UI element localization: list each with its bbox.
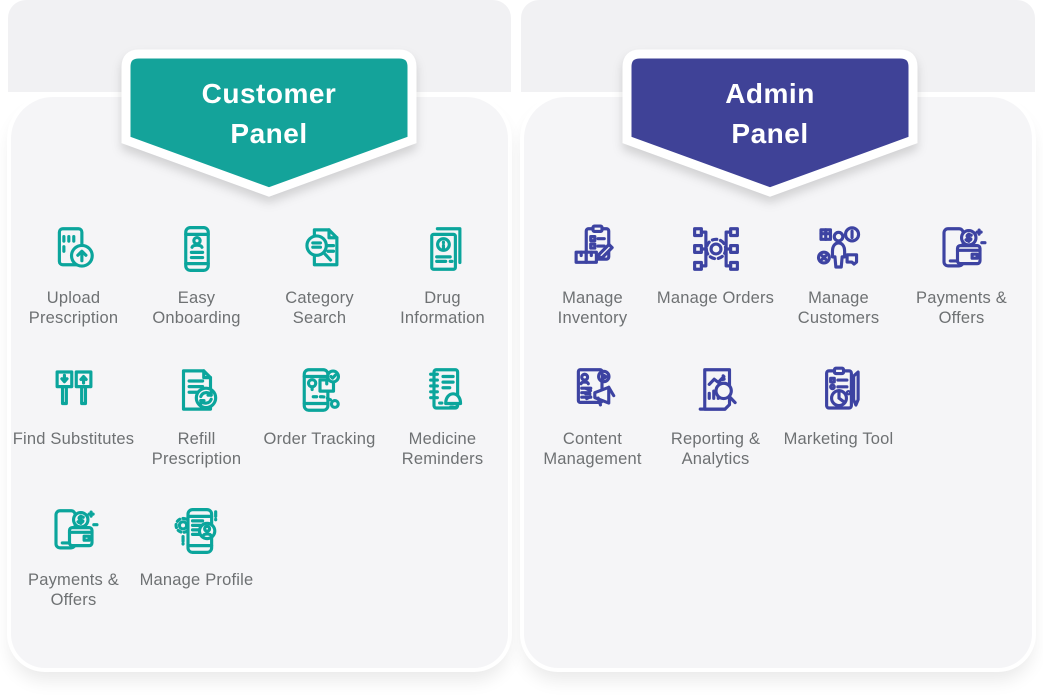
feature-medicine-reminders: Medicine Reminders — [381, 363, 504, 504]
manage-inventory-icon — [566, 222, 620, 276]
feature-label: Upload Prescription — [28, 289, 119, 327]
feature-label: Find Substitutes — [12, 430, 135, 448]
feature-drug-information: Drug Information — [381, 222, 504, 363]
marketing-tool-icon — [812, 363, 866, 417]
feature-label: Reporting & Analytics — [670, 430, 761, 468]
content-management-icon — [566, 363, 620, 417]
customer-feature-grid: Upload Prescription Easy Onboarding Cate… — [12, 222, 504, 645]
drug-information-icon — [416, 222, 470, 276]
feature-label: Easy Onboarding — [152, 289, 241, 327]
upload-prescription-icon — [47, 222, 101, 276]
feature-manage-orders: Manage Orders — [654, 222, 777, 363]
feature-label: Manage Inventory — [557, 289, 628, 327]
feature-label: Payments & Offers — [916, 289, 1007, 327]
admin-panel-title: Admin Panel — [620, 74, 920, 154]
feature-label: Content Management — [543, 430, 642, 468]
feature-manage-profile: Manage Profile — [135, 504, 258, 645]
feature-label: Medicine Reminders — [401, 430, 484, 468]
feature-label: Order Tracking — [263, 430, 376, 448]
find-substitutes-icon — [47, 363, 101, 417]
reporting-analytics-icon — [689, 363, 743, 417]
order-tracking-icon — [293, 363, 347, 417]
feature-label: Manage Profile — [139, 571, 254, 589]
refill-prescription-icon — [170, 363, 224, 417]
feature-label: Payments & Offers — [28, 571, 119, 609]
feature-label: Marketing Tool — [783, 430, 894, 448]
admin-panel-banner: Admin Panel — [620, 48, 920, 198]
admin-panel-title-line2: Panel — [731, 118, 809, 149]
feature-label: Drug Information — [400, 289, 485, 327]
payments-offers-icon — [47, 504, 101, 558]
feature-easy-onboarding: Easy Onboarding — [135, 222, 258, 363]
feature-reporting-analytics: Reporting & Analytics — [654, 363, 777, 504]
feature-marketing-tool: Marketing Tool — [777, 363, 900, 504]
feature-label: Manage Orders — [656, 289, 775, 307]
feature-payments-offers-admin: Payments & Offers — [900, 222, 1023, 363]
feature-manage-customers: Manage Customers — [777, 222, 900, 363]
feature-find-substitutes: Find Substitutes — [12, 363, 135, 504]
feature-label: Manage Customers — [797, 289, 880, 327]
feature-label: Refill Prescription — [151, 430, 242, 468]
payments-offers-icon — [935, 222, 989, 276]
category-search-icon — [293, 222, 347, 276]
medicine-reminders-icon — [416, 363, 470, 417]
feature-category-search: Category Search — [258, 222, 381, 363]
feature-payments-offers: Payments & Offers — [12, 504, 135, 645]
admin-panel-title-line1: Admin — [725, 78, 815, 109]
feature-order-tracking: Order Tracking — [258, 363, 381, 504]
admin-feature-grid: Manage Inventory Manage Orders — [531, 222, 1023, 504]
customer-panel-title: Customer Panel — [119, 74, 419, 154]
manage-profile-icon — [170, 504, 224, 558]
easy-onboarding-icon — [170, 222, 224, 276]
customer-panel-title-line1: Customer — [201, 78, 337, 109]
banner-ribbon-shape — [622, 49, 918, 197]
customer-panel-banner: Customer Panel — [119, 48, 419, 198]
banner-ribbon-shape — [121, 49, 417, 197]
feature-content-management: Content Management — [531, 363, 654, 504]
manage-orders-icon — [689, 222, 743, 276]
feature-manage-inventory: Manage Inventory — [531, 222, 654, 363]
feature-refill-prescription: Refill Prescription — [135, 363, 258, 504]
customer-panel-title-line2: Panel — [230, 118, 308, 149]
feature-upload-prescription: Upload Prescription — [12, 222, 135, 363]
feature-label: Category Search — [285, 289, 354, 327]
manage-customers-icon — [812, 222, 866, 276]
